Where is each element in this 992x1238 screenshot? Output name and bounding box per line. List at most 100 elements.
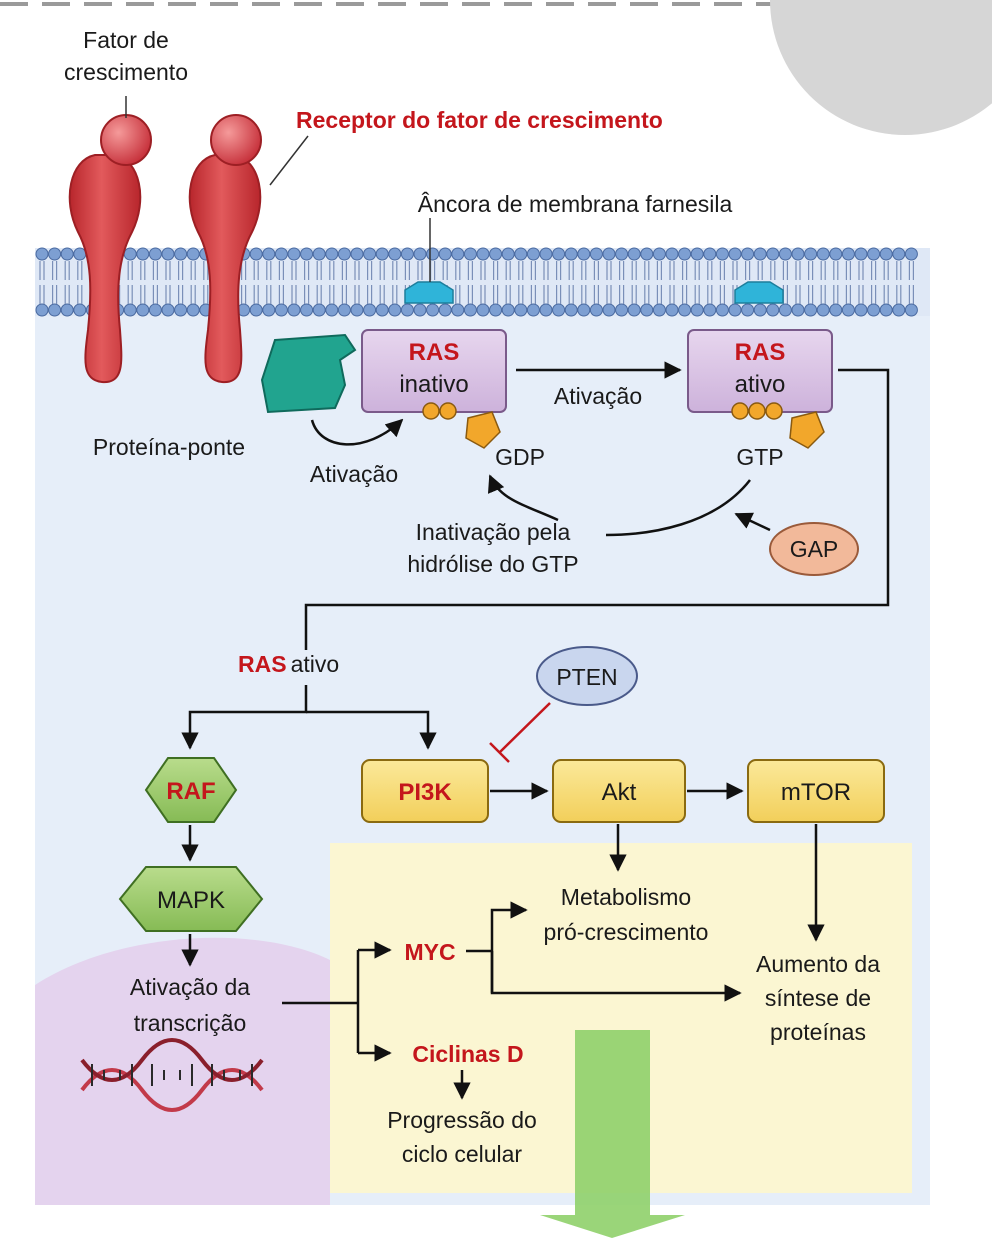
lipid-head (35, 303, 49, 317)
lipid-head (413, 303, 427, 317)
lipid-head (766, 247, 780, 261)
lipid-head (589, 247, 603, 261)
lipid-head (640, 247, 654, 261)
lipid-head (841, 303, 855, 317)
lipid-head (904, 247, 918, 261)
mapk-label: MAPK (157, 887, 225, 914)
lipid-head (552, 247, 566, 261)
lipid-head (715, 247, 729, 261)
arrow-to-pi3k (306, 710, 437, 750)
corner-circle (770, 0, 992, 135)
receptor-label: Receptor do fator de crescimento (296, 107, 663, 133)
lipid-head (804, 303, 818, 317)
lipid-head (489, 303, 503, 317)
lipid-head (426, 303, 440, 317)
lipid-head (703, 247, 717, 261)
lipid-head (753, 247, 767, 261)
lipid-head (48, 247, 62, 261)
lipid-head (186, 247, 200, 261)
bridge-protein-label: Proteína-ponte (93, 434, 245, 460)
lipid-head (879, 303, 893, 317)
lipid-head (148, 303, 162, 317)
farnesyl-anchor-label: Âncora de membrana farnesila (418, 191, 733, 217)
lipid-head (854, 303, 868, 317)
lipid-head (363, 247, 377, 261)
gdp-pentagon (465, 411, 501, 449)
lipid-head (325, 247, 339, 261)
gtp-pentagon (789, 411, 825, 449)
lipid-head (841, 247, 855, 261)
lipid-head (741, 303, 755, 317)
lipid-head (400, 247, 414, 261)
akt-label: Akt (602, 779, 637, 806)
lipid-head (136, 303, 150, 317)
lipid-head (463, 247, 477, 261)
lipid-head (652, 303, 666, 317)
inactivation-label-line1: Inativação pela (416, 519, 571, 545)
lipid-head (892, 247, 906, 261)
lipid-head (741, 247, 755, 261)
lipid-head (287, 303, 301, 317)
cyclins-label: Ciclinas D (412, 1041, 523, 1067)
ras-inactive-state: inativo (399, 371, 468, 398)
transcription-label-line1: Ativação da (130, 974, 250, 1000)
dna-helix-icon (80, 1038, 264, 1112)
pi3k-label: PI3K (398, 779, 452, 806)
lipid-head (665, 247, 679, 261)
lipid-head (552, 303, 566, 317)
lipid-head (501, 247, 515, 261)
lipid-head (867, 303, 881, 317)
lipid-head (300, 247, 314, 261)
lipid-head (804, 247, 818, 261)
lipid-head (312, 247, 326, 261)
cell-cycle-label-line2: ciclo celular (402, 1141, 522, 1167)
receptor-leader-line (269, 135, 309, 186)
gdp-label: GDP (495, 444, 545, 470)
pten-ellipse (536, 646, 638, 706)
lipid-head (451, 303, 465, 317)
gtp-label: GTP (736, 444, 783, 470)
lipid-head (778, 303, 792, 317)
lipid-head (48, 303, 62, 317)
gap-arrow (734, 512, 771, 532)
mtor-label: mTOR (781, 779, 851, 806)
lipid-head (816, 247, 830, 261)
lipid-head (400, 303, 414, 317)
myc-label: MYC (404, 939, 455, 965)
lipid-head (627, 303, 641, 317)
pi3k-box (361, 759, 489, 823)
lipid-head (73, 247, 87, 261)
lipid-head (337, 303, 351, 317)
lipid-head (476, 303, 490, 317)
growth-factor-receptor-left (68, 154, 142, 384)
ras-active-state: ativo (735, 371, 786, 398)
lipid-head (728, 247, 742, 261)
lipid-head (287, 247, 301, 261)
lipid-head (867, 247, 881, 261)
lipid-head (766, 303, 780, 317)
lipid-head (463, 303, 477, 317)
lipid-head (161, 303, 175, 317)
inactivation-curve-right (605, 479, 751, 537)
lipid-head (526, 303, 540, 317)
synthesis-label-line2: síntese de (765, 985, 871, 1011)
lipid-head (879, 247, 893, 261)
lipid-head (262, 247, 276, 261)
lipid-head (854, 247, 868, 261)
pten-label: PTEN (556, 664, 617, 690)
lipid-head (375, 303, 389, 317)
lipid-head (728, 303, 742, 317)
gtp-phosphates (731, 402, 783, 420)
lipid-head (123, 303, 137, 317)
lipid-head (526, 247, 540, 261)
raf-label: RAF (166, 778, 215, 805)
synthesis-label-line1: Aumento da (756, 951, 880, 977)
farnesyl-anchor-active (734, 281, 784, 304)
lipid-head (690, 303, 704, 317)
lipid-head (715, 303, 729, 317)
lipid-head (186, 303, 200, 317)
cell-cycle-label-line1: Progressão do (387, 1107, 537, 1133)
lipid-head (337, 247, 351, 261)
ras-active-bottom-name: RAS (238, 651, 287, 677)
